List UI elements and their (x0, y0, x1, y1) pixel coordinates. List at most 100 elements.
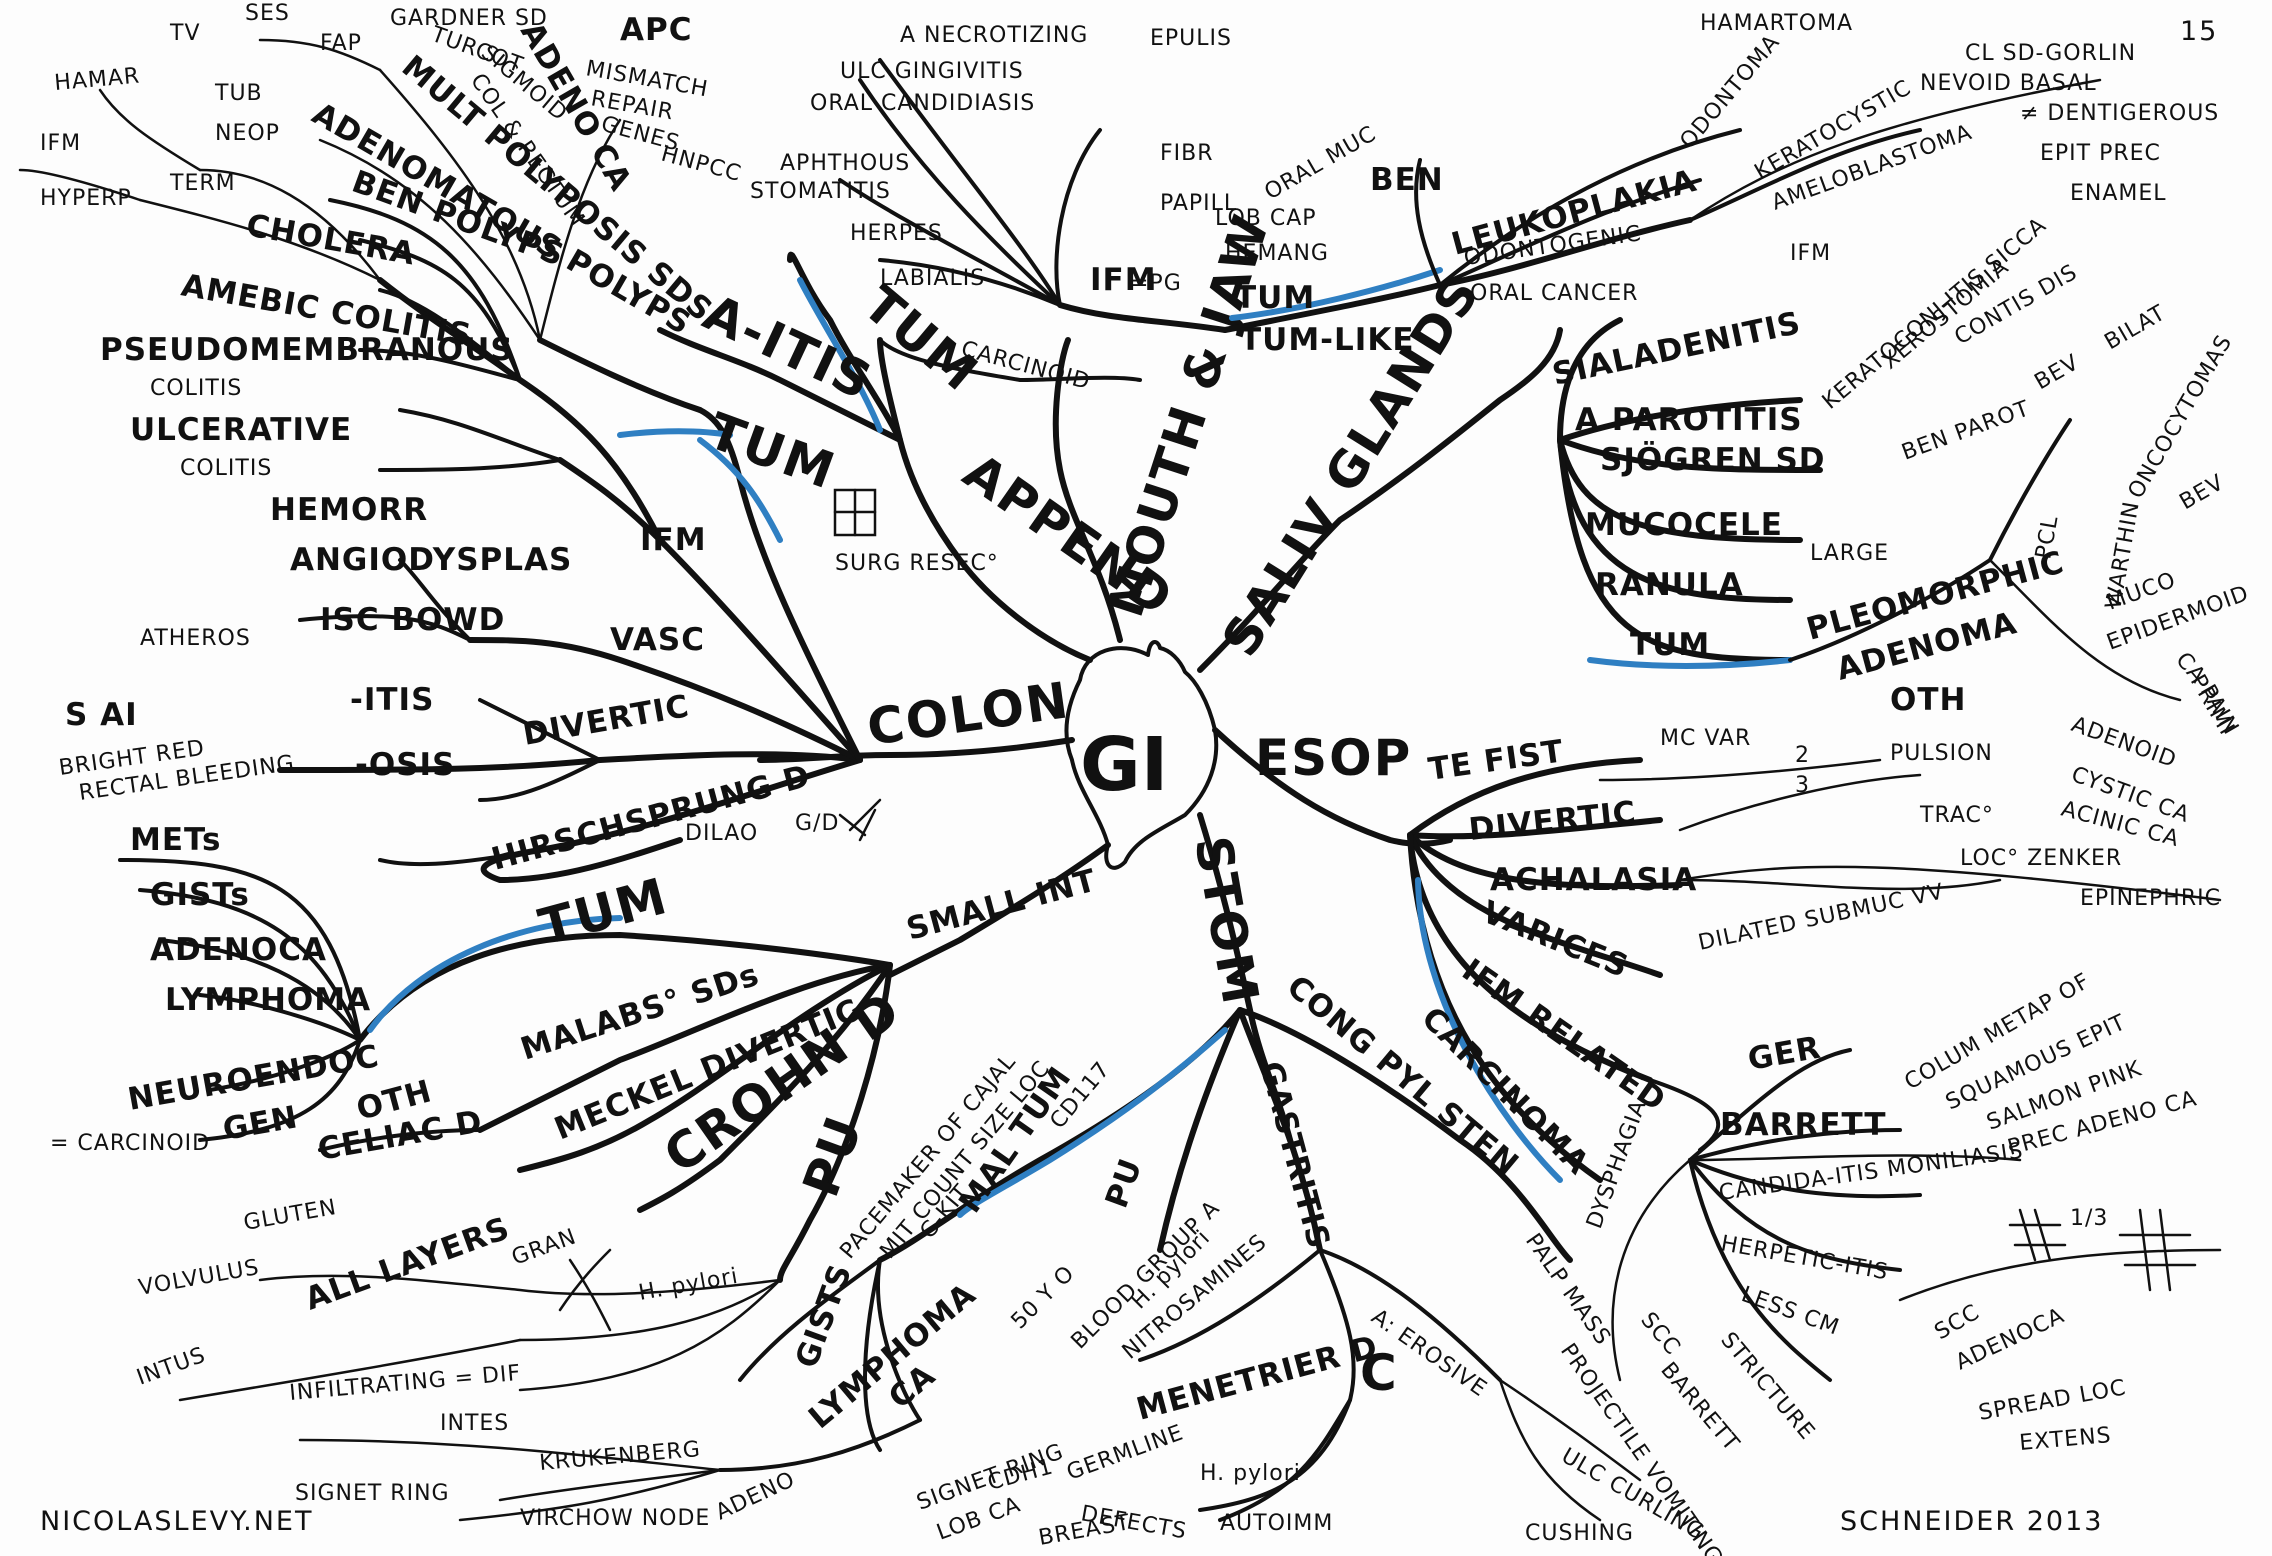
saliv-note-11: ONCOCYTOMAS (2124, 331, 2238, 503)
colon-note-22: HYPERP (40, 186, 132, 211)
small-int-tum-item-1: METs (130, 822, 222, 858)
esop-item-3: ACHALASIA (1490, 862, 1697, 898)
saliv-note-8: BEV (2031, 350, 2084, 395)
small-int-tum-item-4: LYMPHOMA (165, 982, 371, 1018)
small-int-item-1: TUM (533, 867, 674, 957)
esop-note-17: LESS CM (1738, 1282, 1843, 1341)
mouth-ifm-item-4: APHTHOUS (780, 151, 910, 176)
colon-note-28: FAP (320, 31, 362, 56)
mouth-ifm-item-1: A NECROTIZING (900, 23, 1088, 48)
esop-note-26: EXTENS (2018, 1423, 2112, 1456)
colon-note-26: TV (169, 21, 201, 46)
colon-note-3: -ITIS (350, 682, 434, 718)
mouth-ben: BEN (1370, 162, 1444, 198)
stom-note-27: ADENO (712, 1467, 799, 1525)
esop-note-21: BARRETT (1655, 1358, 1744, 1457)
main-branches (757, 327, 1563, 1143)
colon-note-23: TUB (214, 81, 263, 106)
small-int-note-3: GRAN (509, 1224, 580, 1270)
stom-note-7: AUTOIMM (1220, 1511, 1333, 1536)
small-int-tum-item-3: ADENOCA (150, 932, 327, 968)
mouth-ifm: IFM (1090, 262, 1157, 298)
mouth-ben-item-6: =PG (1130, 271, 1182, 296)
footer-left: NICOLASLEVY.NET (40, 1506, 313, 1537)
esop-note-22: 1/3 (2070, 1206, 2108, 1231)
esop-note-19: DYSPHAGIA (1582, 1096, 1652, 1232)
stom-note-29: INTES (440, 1411, 509, 1436)
esop-note-6: LOC° ZENKER (1960, 846, 2122, 871)
colon-note-20: HAMAR (53, 64, 141, 96)
colon-note-13: COLITIS (180, 456, 272, 481)
stom-item-2: GASTRITIS (1252, 1058, 1337, 1253)
mouth-odonto-item-7: ≠ DENTIGEROUS (2020, 101, 2219, 126)
small-int-label: SMALL INT (903, 862, 1101, 947)
mouth-odonto-item-9: ENAMEL (2070, 181, 2167, 206)
esop-note-9: GER (1745, 1030, 1824, 1078)
esop-item-1: TE FIST (1426, 733, 1566, 788)
esop-note-4: PULSION (1890, 741, 1993, 766)
colon-note-27: SES (245, 1, 290, 26)
small-int-note-5: INTUS (134, 1343, 210, 1391)
colon-note-2: G/D (795, 811, 839, 836)
mouth-tum-like: TUM-LIKE (1240, 322, 1415, 358)
colon-item-4: IFM (640, 522, 707, 558)
saliv-note-1: IFM (1790, 241, 1831, 266)
stom-note-6: H. pylori (1200, 1461, 1301, 1486)
colon-item-3: VASC (610, 622, 705, 658)
esop-note-7: EPINEPHRIC (2080, 886, 2221, 911)
mouth-odonto-item-2: ODONTOMA (1675, 30, 1785, 154)
colon-note-8: ISC BOWD (320, 602, 505, 638)
saliv-note-6: BEN PAROT (1899, 396, 2034, 465)
stom-note-9: CUSHING (1525, 1521, 1634, 1546)
stom-note-13: 50 Y O (1007, 1261, 1080, 1334)
stom-note-32: VIRCHOW NODE (520, 1506, 710, 1531)
append-note-1: CARCINOID (958, 337, 1093, 395)
mouth-ifm-item-6: HERPES (850, 221, 943, 246)
mouth-odonto-item-8: EPIT PREC (2040, 141, 2161, 166)
mouth-oral-cancer: ORAL CANCER (1470, 281, 1638, 306)
esop-note-20: SCC (1635, 1308, 1685, 1361)
colon-note-5: S AI (65, 697, 138, 733)
saliv-item-2: A PAROTITIS (1575, 402, 1803, 438)
branch-colon: COLON HIRSCHSPRUNG D DIVERTIC VASC IFM T (18, 1, 1073, 883)
esop-note-10: BARRETT (1720, 1107, 1887, 1143)
page-number: 15 (2180, 16, 2218, 47)
stom-note-28: INFILTRATING = DIF (288, 1361, 522, 1406)
esop-note-2: 2 (1795, 743, 1810, 768)
colon-item-1: HIRSCHSPRUNG D (488, 758, 815, 878)
append-item-1: A-ITIS (695, 283, 882, 411)
esop-note-25: SPREAD LOC (1977, 1375, 2129, 1426)
esop-label: ESOP (1255, 729, 1412, 787)
small-int-item-5: PU (792, 1108, 874, 1204)
small-int-tum-item-2: GISTs (150, 877, 250, 913)
colon-note-4: -OSIS (355, 747, 455, 783)
footer-right: SCHNEIDER 2013 (1840, 1506, 2103, 1537)
colon-note-14: PSEUDOMEMBRANOUS (100, 332, 514, 368)
center-node: GI (1064, 640, 1219, 870)
colon-note-31: GARDNER SD (390, 6, 548, 31)
mouth-ifm-item-2: ULC GINGIVITIS (840, 59, 1024, 84)
grid-icon (833, 488, 877, 537)
saliv-item-1: SIALADENITIS (1549, 305, 1804, 393)
colon-note-1: DILAO (685, 821, 758, 846)
colon-note-10: ANGIODYSPLAS (290, 542, 572, 578)
stom-note-25: GERMLINE (1064, 1420, 1188, 1485)
mouth-odonto-item-6: CL SD-GORLIN (1965, 41, 2136, 66)
saliv-note-12: BEV (2176, 470, 2229, 515)
colon-note-21: IFM (40, 131, 81, 156)
small-int-note-4: VOLVULUS (137, 1255, 262, 1301)
mouth-ben-item-1: EPULIS (1150, 26, 1232, 51)
saliv-note-7: BILAT (2101, 300, 2171, 355)
mouth-ifm-item-3: ORAL CANDIDIASIS (810, 91, 1035, 116)
stom-note-18: GISTS (789, 1259, 860, 1373)
stom-note-30: KRUKENBERG (538, 1437, 702, 1476)
colon-note-25: TERM (169, 171, 236, 196)
colon-note-12: ULCERATIVE (130, 412, 352, 448)
colon-note-39: HNPCC (658, 142, 744, 187)
colon-note-9: ATHEROS (140, 626, 251, 651)
colon-note-24: NEOP (215, 121, 280, 146)
colon-note-35: APC (620, 12, 692, 48)
esop-note-8: DILATED SUBMUC VV (1696, 879, 1946, 956)
saliv-item-3: SJÖGREN SD (1600, 441, 1826, 478)
